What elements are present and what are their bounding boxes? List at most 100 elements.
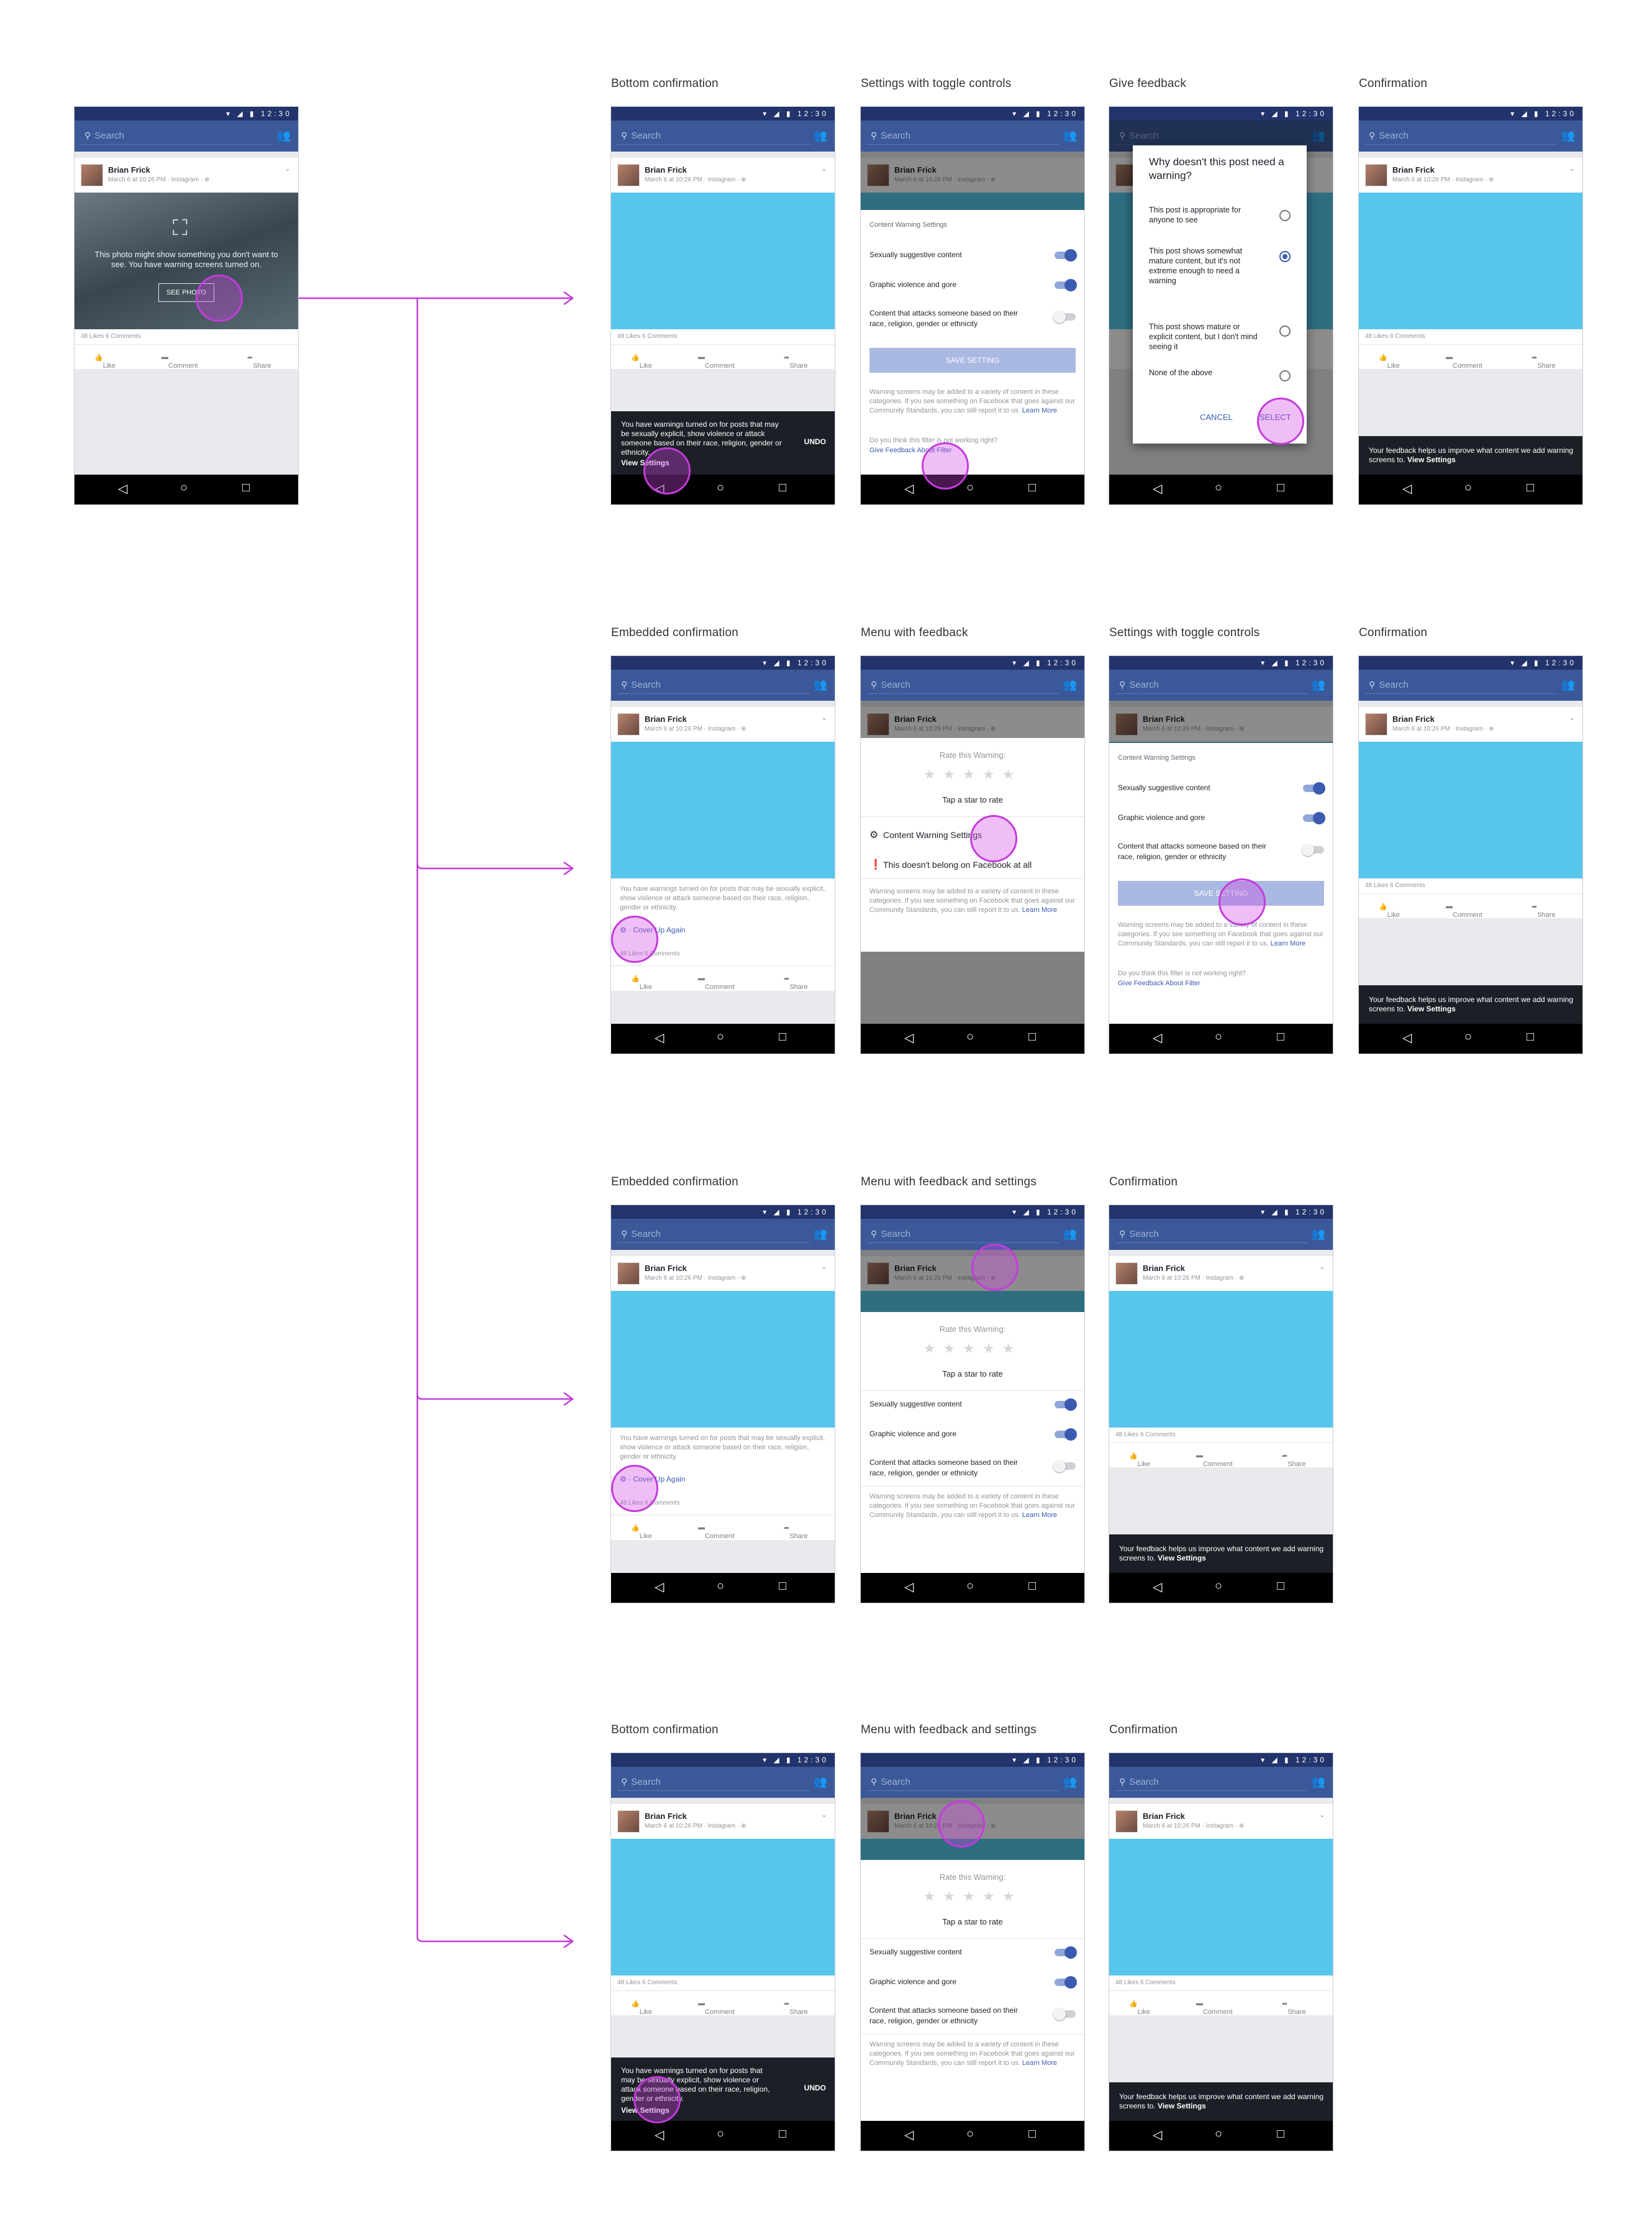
poster-name[interactable]: Brian Frick	[645, 165, 687, 175]
back-icon[interactable]: ◁	[904, 2128, 914, 2142]
toggle-attacks[interactable]	[1053, 2008, 1076, 2020]
share-button[interactable]: ➦ Share	[1282, 1452, 1306, 1468]
like-button[interactable]: 👍 Like	[1379, 354, 1400, 370]
recents-icon[interactable]: □	[242, 481, 250, 494]
search-input[interactable]: ⚲Search	[617, 1773, 810, 1791]
avatar[interactable]	[867, 1810, 889, 1833]
chevron-down-icon[interactable]: ⌄	[820, 1262, 827, 1271]
back-icon[interactable]: ◁	[655, 1031, 665, 1045]
home-icon[interactable]: ○	[966, 1030, 974, 1044]
poster-name[interactable]: Brian Frick	[645, 714, 687, 724]
toggle-violence[interactable]	[1055, 1428, 1077, 1441]
search-input[interactable]: ⚲Search	[617, 127, 810, 145]
give-feedback-link[interactable]: Give Feedback About Filter	[869, 447, 952, 454]
toggle-attacks[interactable]	[1053, 311, 1076, 323]
back-icon[interactable]: ◁	[1402, 1031, 1412, 1045]
friend-requests-icon[interactable]: 👥	[813, 129, 827, 142]
save-setting-button[interactable]: SAVE SETTING	[869, 348, 1076, 373]
recents-icon[interactable]: □	[1277, 481, 1285, 494]
home-icon[interactable]: ○	[1215, 481, 1223, 494]
search-input[interactable]: ⚲Search	[617, 1225, 810, 1243]
toggle-sexual[interactable]	[1303, 782, 1325, 795]
star-rating[interactable]: ★★★★★	[923, 1341, 1022, 1356]
learn-more-link[interactable]: Learn More	[1022, 1511, 1058, 1519]
chevron-down-icon[interactable]: ⌄	[820, 1810, 827, 1819]
chevron-down-icon[interactable]: ⌄	[1318, 1262, 1325, 1271]
cancel-button[interactable]: CANCEL	[1200, 412, 1233, 422]
avatar[interactable]	[1115, 713, 1138, 736]
friend-requests-icon[interactable]: 👥	[1311, 678, 1325, 691]
radio-none[interactable]	[1279, 370, 1291, 381]
share-button[interactable]: ➦ Share	[784, 354, 808, 370]
search-input[interactable]: ⚲Search	[1365, 127, 1558, 145]
back-icon[interactable]: ◁	[1153, 1580, 1163, 1594]
comment-button[interactable]: ▬ Comment	[1196, 1452, 1233, 1468]
chevron-down-icon[interactable]: ⌄	[820, 713, 827, 722]
poster-name[interactable]: Brian Frick	[1392, 165, 1435, 175]
back-icon[interactable]: ◁	[904, 1580, 914, 1594]
recents-icon[interactable]: □	[1028, 1579, 1037, 1593]
toggle-sexual[interactable]	[1055, 249, 1077, 262]
like-button[interactable]: 👍 Like	[1129, 1452, 1150, 1468]
friend-requests-icon[interactable]: 👥	[813, 1228, 827, 1240]
avatar[interactable]	[81, 164, 103, 186]
search-input[interactable]: ⚲Search	[1365, 676, 1558, 694]
view-settings-link[interactable]: View Settings	[1407, 1005, 1456, 1013]
poster-name[interactable]: Brian Frick	[108, 165, 150, 175]
poster-name[interactable]: Brian Frick	[894, 165, 937, 175]
like-button[interactable]: 👍 Like	[631, 354, 652, 370]
share-button[interactable]: ➦ Share	[1532, 354, 1556, 370]
undo-button[interactable]: UNDO	[804, 437, 826, 446]
comment-button[interactable]: ▬ Comment	[698, 1524, 735, 1540]
friend-requests-icon[interactable]: 👥	[1063, 1775, 1077, 1788]
back-icon[interactable]: ◁	[1402, 482, 1412, 496]
share-button[interactable]: ➦ Share	[1282, 2000, 1306, 2016]
share-button[interactable]: ➦ Share	[784, 975, 808, 991]
recents-icon[interactable]: □	[1527, 1030, 1535, 1044]
recents-icon[interactable]: □	[1028, 1030, 1037, 1044]
back-icon[interactable]: ◁	[1153, 1031, 1163, 1045]
radio-appropriate[interactable]	[1279, 210, 1291, 221]
search-input[interactable]: ⚲Search	[867, 1225, 1060, 1243]
like-button[interactable]: 👍 Like	[94, 354, 116, 370]
photo[interactable]	[1109, 1291, 1333, 1428]
search-input[interactable]: ⚲Search	[617, 676, 810, 694]
comment-button[interactable]: ▬ Comment	[698, 353, 735, 370]
back-icon[interactable]: ◁	[118, 482, 128, 496]
poster-name[interactable]: Brian Frick	[1143, 1811, 1185, 1821]
friend-requests-icon[interactable]: 👥	[1311, 1228, 1325, 1240]
view-settings-link[interactable]: View Settings	[1158, 2102, 1206, 2110]
chevron-down-icon[interactable]: ⌄	[284, 164, 291, 173]
photo[interactable]	[1109, 1839, 1333, 1975]
comment-button[interactable]: ▬ Comment	[1446, 353, 1482, 370]
recents-icon[interactable]: □	[1527, 481, 1535, 494]
poster-name[interactable]: Brian Frick	[894, 1264, 937, 1273]
toggle-attacks[interactable]	[1302, 844, 1324, 856]
recents-icon[interactable]: □	[1277, 1579, 1285, 1593]
search-input[interactable]: ⚲Search	[1115, 127, 1308, 145]
friend-requests-icon[interactable]: 👥	[1561, 129, 1575, 142]
search-input[interactable]: ⚲Search	[867, 127, 1060, 145]
back-icon[interactable]: ◁	[655, 1580, 665, 1594]
avatar[interactable]	[617, 1810, 640, 1833]
learn-more-link[interactable]: Learn More	[1022, 2059, 1058, 2067]
home-icon[interactable]: ○	[717, 1579, 725, 1593]
search-input[interactable]: ⚲Search	[81, 127, 273, 145]
content-warning-settings-item[interactable]: ⚙Content Warning Settings	[869, 829, 982, 841]
radio-somewhat-mature[interactable]	[1279, 251, 1291, 262]
home-icon[interactable]: ○	[966, 1579, 974, 1593]
comment-button[interactable]: ▬ Comment	[698, 975, 735, 991]
radio-dont-mind[interactable]	[1279, 326, 1291, 337]
friend-requests-icon[interactable]: 👥	[1311, 1775, 1325, 1788]
home-icon[interactable]: ○	[966, 481, 974, 494]
avatar[interactable]	[867, 164, 889, 186]
photo[interactable]	[611, 1291, 835, 1428]
recents-icon[interactable]: □	[779, 481, 787, 494]
photo[interactable]	[611, 742, 835, 878]
home-icon[interactable]: ○	[1464, 481, 1473, 494]
chevron-down-icon[interactable]: ⌄	[1568, 713, 1575, 722]
like-button[interactable]: 👍 Like	[631, 1524, 652, 1540]
friend-requests-icon[interactable]: 👥	[1063, 129, 1077, 142]
option-dont-mind[interactable]: This post shows mature or explicit conte…	[1149, 322, 1258, 351]
like-button[interactable]: 👍 Like	[631, 2000, 652, 2016]
